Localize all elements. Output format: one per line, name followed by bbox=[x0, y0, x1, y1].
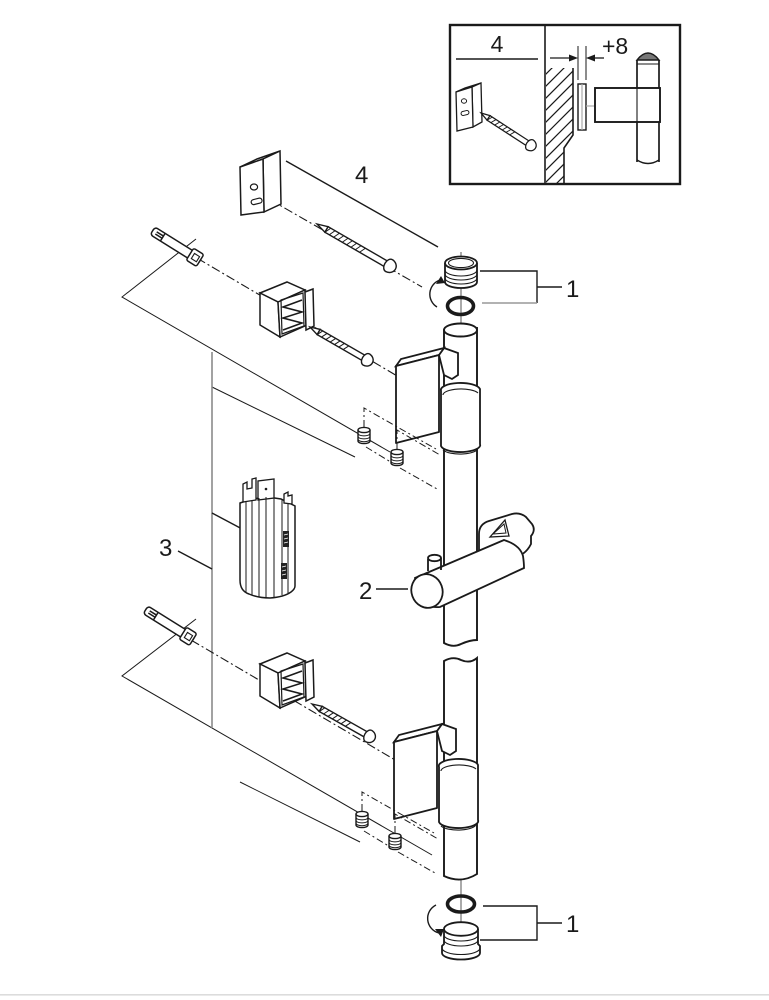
inset-spacer-plate bbox=[455, 82, 483, 132]
end-cap-top bbox=[444, 255, 478, 289]
wall-anchor-top bbox=[148, 224, 205, 268]
footer-rule bbox=[0, 994, 769, 996]
leader-part3-a bbox=[177, 550, 213, 570]
leader-part1-top bbox=[480, 270, 538, 303]
label-part1-bottom: 1 bbox=[566, 911, 579, 938]
leader-lines bbox=[177, 160, 562, 941]
mounting-box-top bbox=[259, 281, 315, 338]
set-screw-top-b bbox=[390, 448, 404, 467]
wall-screw-long bbox=[312, 217, 400, 276]
inset-rail-side-view bbox=[577, 52, 661, 165]
glide-holder bbox=[410, 512, 535, 609]
mounting-box-bottom bbox=[259, 652, 315, 709]
fixing-screw-top bbox=[306, 320, 377, 370]
spacer-plate bbox=[239, 149, 282, 216]
set-screw-leaders-bottom bbox=[361, 791, 439, 874]
holder-face bbox=[410, 573, 444, 609]
set-screw-bottom-a bbox=[355, 810, 369, 829]
label-part1-top: 1 bbox=[566, 276, 579, 303]
construction-lines bbox=[121, 238, 433, 856]
leader-part4 bbox=[285, 160, 439, 248]
inset-wall-section bbox=[546, 68, 574, 183]
o-ring-top bbox=[445, 295, 476, 317]
inset-dimension: +8 bbox=[550, 33, 628, 80]
leader-part1-bottom bbox=[480, 905, 538, 941]
end-cap-bottom bbox=[441, 921, 481, 961]
label-part3: 3 bbox=[159, 535, 172, 562]
rotate-arrow-top-icon bbox=[429, 276, 445, 308]
set-screw-top-a bbox=[357, 426, 371, 445]
inset-offset-label: +8 bbox=[602, 33, 628, 59]
fixing-screw-bottom bbox=[308, 697, 379, 746]
leader-part3-b bbox=[211, 512, 245, 531]
rotate-arrow-bottom-icon bbox=[427, 904, 444, 937]
label-part2: 2 bbox=[359, 578, 372, 605]
set-screw-leaders-top bbox=[363, 407, 441, 490]
detail-inset: 4 +8 bbox=[448, 23, 682, 186]
o-ring-bottom bbox=[445, 894, 477, 914]
set-screw-bottom-b bbox=[388, 832, 402, 851]
label-part4: 4 bbox=[355, 162, 368, 189]
inset-kit-label: 4 bbox=[491, 31, 504, 57]
cover-sleeve bbox=[239, 477, 296, 599]
